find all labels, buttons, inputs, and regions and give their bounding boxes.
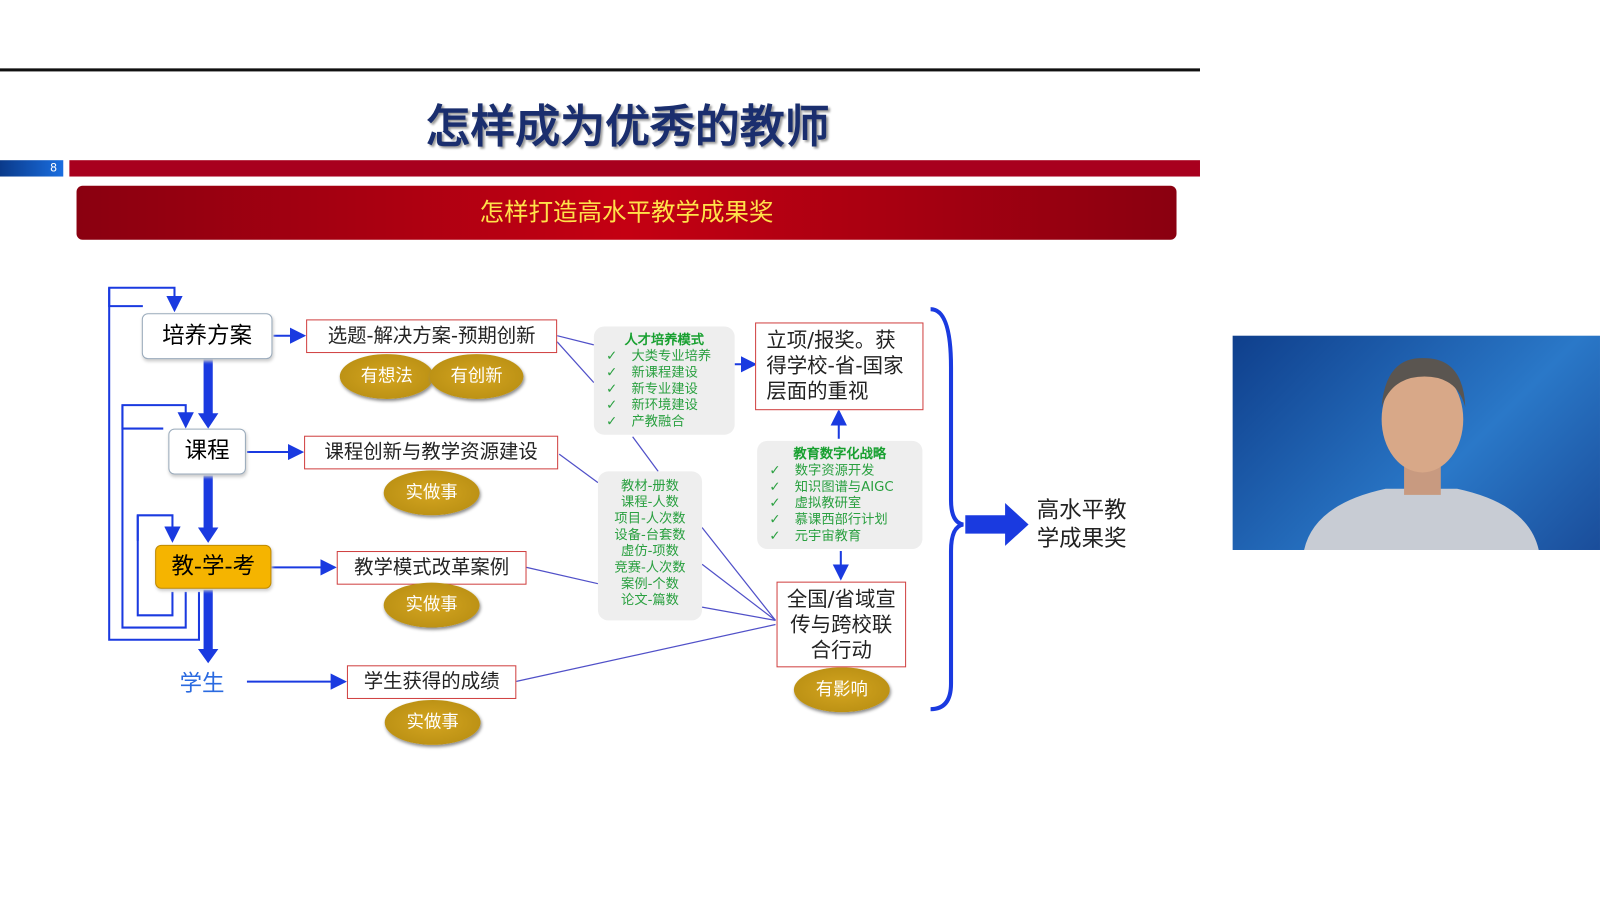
check-icon: ✓	[606, 397, 618, 414]
item-text: 设备-台套数	[614, 527, 686, 543]
node-training-plan: 培养方案	[141, 313, 273, 360]
list-item: 案例-个数	[598, 577, 702, 593]
item-text: 教材-册数	[621, 478, 679, 494]
item-text: 新环境建设	[631, 397, 698, 414]
item-text: 虚拟教研室	[794, 495, 862, 512]
item-text: 新专业建设	[631, 381, 698, 397]
item-text: 新课程建设	[631, 365, 698, 381]
item-text: 课程-人数	[621, 494, 679, 511]
speaker-video	[1232, 335, 1600, 550]
check-icon: ✓	[606, 381, 618, 397]
oval-practice: 实做事	[383, 470, 480, 516]
box-student-results: 学生获得的成绩	[346, 665, 517, 699]
list-item: 项目-人次数	[598, 511, 702, 527]
list-item: ✓ 元宇宙教育	[769, 529, 910, 545]
list-item: 论文-篇数	[598, 593, 702, 609]
item-text: 数字资源开发	[794, 463, 875, 479]
node-teach-learn-exam: 教-学-考	[155, 544, 272, 589]
oval-practice: 实做事	[384, 699, 481, 745]
box-topic: 选题-解决方案-预期创新	[306, 319, 558, 354]
item-text: 知识图谱与AIGC	[794, 479, 894, 495]
oval-innovation: 有创新	[429, 354, 524, 399]
item-text: 竞赛-人次数	[614, 560, 686, 576]
check-icon: ✓	[769, 512, 781, 528]
speaker-avatar	[1304, 358, 1539, 550]
check-icon: ✓	[769, 479, 781, 495]
oval-practice: 实做事	[383, 582, 480, 628]
item-text: 项目-人次数	[614, 511, 686, 527]
check-icon: ✓	[769, 463, 781, 479]
banner: 怎样打造高水平教学成果奖	[76, 185, 1177, 240]
slide-title: 怎样成为优秀的教师	[425, 101, 830, 154]
metrics-box: 教材-册数课程-人数项目-人次数设备-台套数虚仿-项数竞赛-人次数案例-个数论文…	[597, 471, 703, 621]
node-student: 学生	[179, 671, 225, 697]
list-item: ✓ 新专业建设	[606, 382, 722, 398]
digital-title: 教育数字化战略	[793, 446, 887, 463]
item-text: 虚仿-项数	[621, 543, 679, 560]
node-course: 课程	[168, 428, 246, 475]
item-text: 大类专业培养	[631, 348, 712, 365]
item-text: 慕课西部行计划	[794, 512, 888, 528]
list-item: ✓ 产教融合	[606, 414, 722, 430]
list-item: 课程-人数	[598, 495, 702, 511]
item-text: 论文-篇数	[621, 592, 679, 609]
top-rule	[0, 68, 1200, 72]
title-bar	[69, 160, 1200, 177]
list-item: ✓ 虚拟教研室	[769, 496, 910, 512]
list-item: ✓ 数字资源开发	[769, 463, 910, 479]
box-course-innovation: 课程创新与教学资源建设	[304, 435, 559, 470]
talent-title: 人才培养模式	[624, 332, 705, 348]
list-item: ✓ 慕课西部行计划	[769, 512, 910, 528]
list-item: 竞赛-人次数	[598, 560, 702, 576]
check-icon: ✓	[606, 365, 618, 381]
check-icon: ✓	[769, 528, 781, 544]
list-item: ✓ 新课程建设	[606, 365, 722, 381]
digital-strategy-box: 教育数字化战略 ✓数字资源开发✓知识图谱与AIGC✓虚拟教研室✓慕课西部行计划✓…	[757, 440, 923, 549]
oval-influence: 有影响	[793, 667, 890, 713]
page-number: 8	[0, 160, 64, 177]
box-promotion: 全国/省域宣传与跨校联合行动	[776, 581, 907, 668]
check-icon: ✓	[606, 414, 618, 430]
list-item: 虚仿-项数	[598, 544, 702, 560]
list-item: 教材-册数	[598, 479, 702, 495]
check-icon: ✓	[606, 348, 618, 365]
box-recognition: 立项/报奖。获得学校-省-国家层面的重视	[755, 322, 924, 411]
item-text: 元宇宙教育	[794, 528, 862, 544]
box-teaching-reform: 教学模式改革案例	[336, 551, 527, 585]
item-text: 产教融合	[631, 414, 685, 430]
check-icon: ✓	[769, 495, 781, 512]
list-item: ✓ 知识图谱与AIGC	[769, 480, 910, 496]
item-text: 案例-个数	[621, 576, 679, 592]
list-item: ✓ 新环境建设	[606, 398, 722, 414]
oval-idea: 有想法	[339, 354, 434, 399]
result-award: 高水平教学成果奖	[1036, 497, 1127, 553]
list-item: ✓ 大类专业培养	[606, 349, 722, 365]
talent-model-box: 人才培养模式 ✓ 大类专业培养 ✓ 新课程建设 ✓ 新专业建设 ✓ 新环境建设 ✓ 产教融合	[593, 326, 735, 435]
list-item: 设备-台套数	[598, 528, 702, 544]
